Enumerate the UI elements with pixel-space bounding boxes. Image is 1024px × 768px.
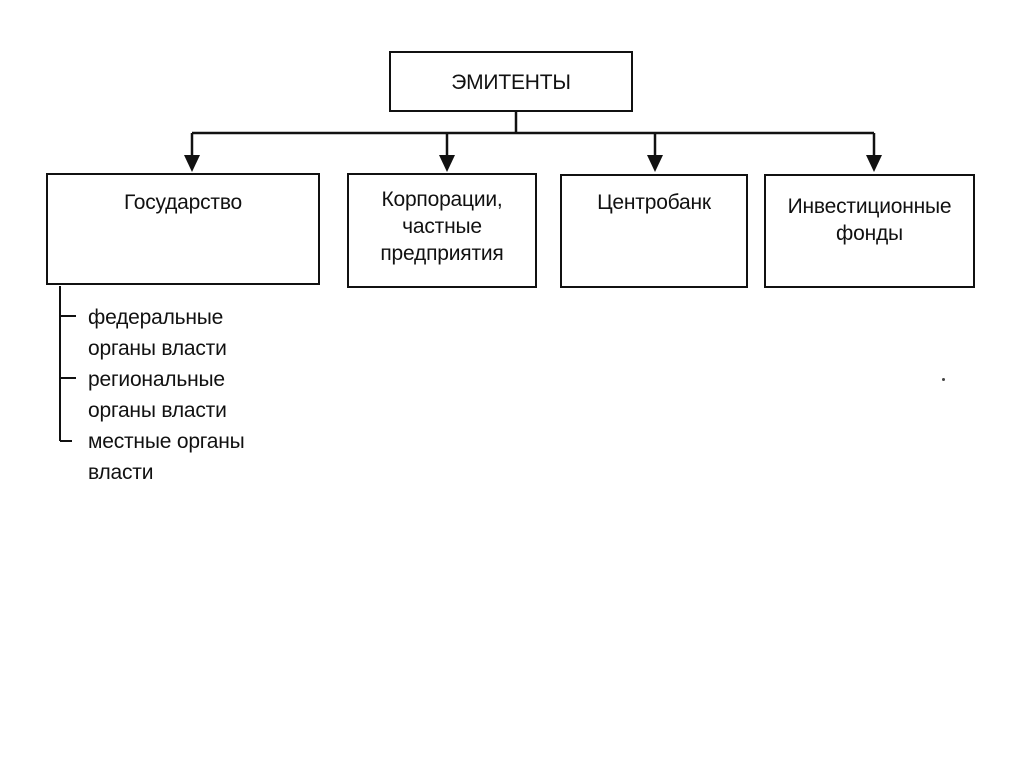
state-box: Государство xyxy=(46,173,320,285)
corporations-label: Корпорации, частные предприятия xyxy=(380,188,504,265)
state-subitems-list: федеральные органы власти региональные о… xyxy=(88,302,245,488)
state-subitems-bracket xyxy=(59,286,76,442)
issuers-root-label: ЭМИТЕНТЫ xyxy=(451,71,571,94)
scan-speck xyxy=(942,378,945,381)
corporations-box: Корпорации, частные предприятия xyxy=(347,173,537,288)
subitem-local-line1: местные органы xyxy=(88,430,245,453)
subitem-federal-line1: федеральные xyxy=(88,306,224,329)
subitem-federal-line2: органы власти xyxy=(88,337,227,360)
issuers-root-box: ЭМИТЕНТЫ xyxy=(389,51,633,112)
subitem-regional-line1: региональные xyxy=(88,368,225,391)
centralbank-box: Центробанк xyxy=(560,174,748,288)
arrow-to-corporations xyxy=(439,133,455,172)
investment-funds-label: Инвестиционные фонды xyxy=(787,195,952,245)
arrow-to-centralbank xyxy=(647,133,663,172)
centralbank-label: Центробанк xyxy=(597,191,711,214)
arrow-to-state xyxy=(184,133,200,172)
state-label: Государство xyxy=(123,191,243,214)
investment-funds-box: Инвестиционные фонды xyxy=(764,174,975,288)
subitem-local-line2: власти xyxy=(88,461,154,484)
arrow-to-funds xyxy=(866,133,882,172)
subitem-regional-line2: органы власти xyxy=(88,399,227,422)
